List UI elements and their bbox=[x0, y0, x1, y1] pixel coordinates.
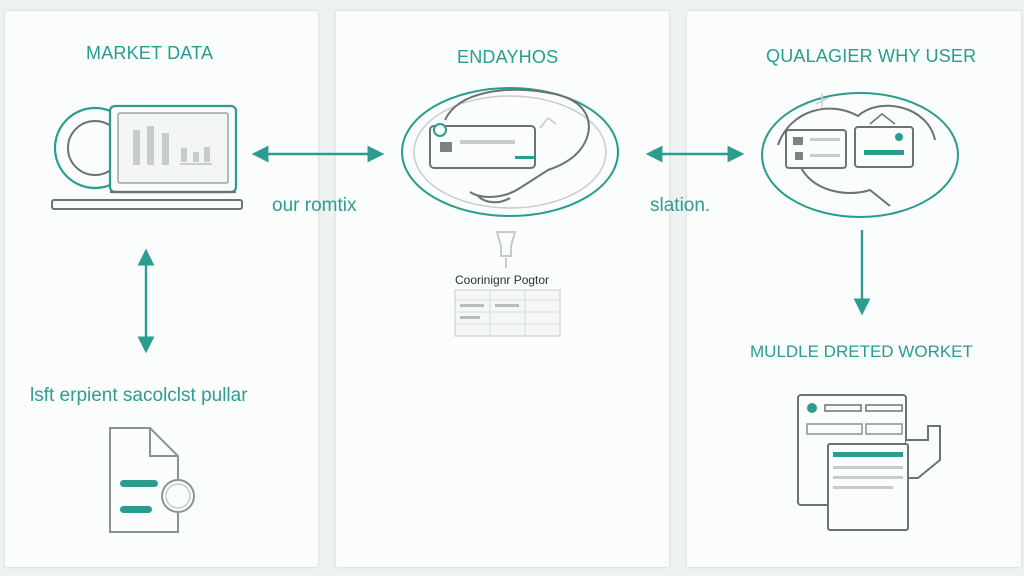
laptop-icon bbox=[51, 104, 243, 210]
bar-chart-icon bbox=[133, 126, 212, 165]
stacked-documents-icon bbox=[797, 394, 941, 531]
hand-device-icon bbox=[401, 87, 619, 217]
table-icon bbox=[454, 289, 561, 337]
table-title: Coorinignr Pogtor bbox=[455, 273, 550, 287]
magnifier-icon bbox=[161, 479, 195, 513]
market-data-title: MARKET DATA bbox=[86, 43, 214, 63]
endayhos-title: ENDAYHOS bbox=[457, 47, 559, 67]
funnel-icon bbox=[495, 231, 517, 268]
endayhos-panel bbox=[335, 10, 670, 568]
hand-card-icon bbox=[761, 92, 959, 218]
left-bottom-label: lsft erpient sacolclst pullar bbox=[30, 385, 248, 406]
document-icon bbox=[109, 427, 179, 533]
connector-label-left: our romtix bbox=[272, 195, 357, 216]
user-panel-title: QUALAGIER WHY USER bbox=[766, 46, 977, 66]
connector-label-right: slation. bbox=[650, 195, 711, 216]
right-bottom-label: MULDLE DRETED WORKET bbox=[750, 342, 973, 361]
